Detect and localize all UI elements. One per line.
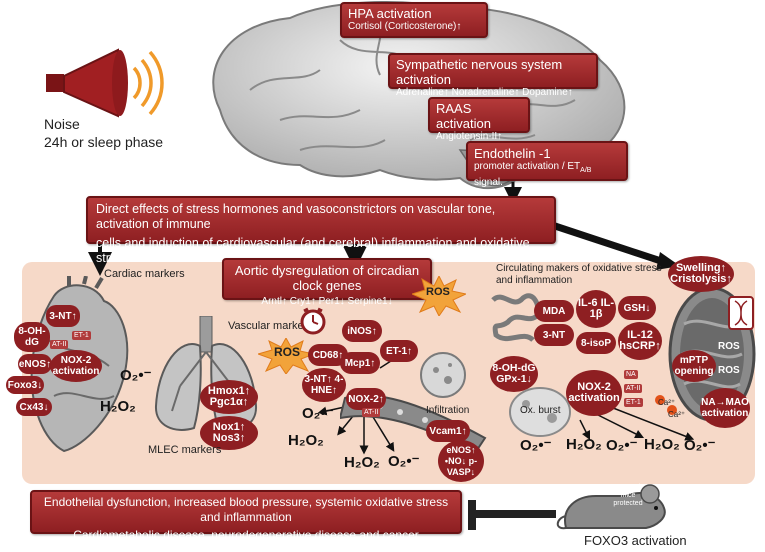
megaphone-icon	[46, 48, 164, 118]
outcome-box: Endothelial dysfunction, increased blood…	[30, 490, 462, 542]
cardiac-foxo3: Foxo3↓	[6, 376, 44, 394]
circ-il6-il1b: IL-6 IL-1β	[576, 290, 616, 328]
circ-mda: MDA	[534, 300, 574, 322]
mito-ca-2: Ca²⁺	[668, 410, 686, 419]
outcome-line1: Endothelial dysfunction, increased blood…	[43, 495, 449, 524]
infiltration-label: Infiltration	[426, 405, 470, 416]
noise-label: Noise	[44, 116, 80, 132]
cardiac-et1-badge: ET-1	[72, 331, 91, 340]
vascular-h2o2-2: H₂O₂	[344, 454, 380, 471]
circ-at2-badge: AT-II	[624, 384, 643, 393]
ros-burst-2	[258, 338, 314, 374]
calcium-dots	[655, 395, 677, 415]
circ-superoxide-c: O₂•⁻	[684, 437, 716, 454]
mlec-markers-label: MLEC markers	[148, 444, 222, 456]
raas-activation-box: RAAS activation Angiotensin-II↑	[428, 97, 530, 142]
dna-icon	[728, 296, 754, 330]
vascular-et1: ET-1↑	[380, 340, 418, 362]
hpa-title: HPA activation	[348, 6, 432, 21]
cardiac-3nt: 3-NT↑	[46, 305, 80, 327]
endothelin-sub-text: promoter activation / ET	[474, 161, 581, 172]
vascular-markers-label: Vascular markers	[228, 320, 313, 332]
circ-et1-badge: ET-1	[624, 398, 643, 407]
circ-h2o2-a: H₂O₂	[566, 436, 602, 453]
endothelin-box: Endothelin -1 promoter activation / ETA/…	[466, 141, 628, 188]
hpa-sub: Cortisol (Corticosterone)↑	[348, 21, 462, 32]
cardiac-8ohdg: 8-OH-dG	[14, 322, 50, 352]
circulating-markers-label: Circulating makers of oxidative stress a…	[496, 263, 662, 286]
foxo3-activation-label: FOXO3 activation	[584, 533, 687, 548]
endothelin-sub-end: signal.	[474, 177, 503, 188]
ox-burst-label: Ox. burst	[520, 405, 561, 416]
vascular-superoxide: O₂•⁻	[302, 405, 334, 422]
circ-8ohdg-gpx1: 8-OH-dG GPx-1↓	[490, 356, 538, 392]
circadian-title: Aortic dysregulation of circadian clock …	[234, 263, 420, 293]
mito-swelling-cristolysis: Swelling↑ Cristolysis↑	[668, 256, 734, 292]
mouse-illustration	[556, 484, 666, 530]
cardiac-at2-badge: AT-II	[50, 340, 69, 349]
direct-effects-box: Direct effects of stress hormones and va…	[86, 196, 556, 265]
circ-h2o2-b: H₂O₂	[644, 436, 680, 453]
direct-effects-line1: Direct effects of stress hormones and va…	[96, 202, 496, 231]
cardiac-nox2: NOX-2 activation	[50, 350, 102, 382]
mito-ca-1: Ca²⁺	[658, 398, 676, 407]
mito-ros-2: ROS	[718, 365, 740, 376]
circadian-box: Aortic dysregulation of circadian clock …	[222, 258, 432, 307]
protein-illustration	[491, 293, 541, 343]
cardiac-markers-label: Cardiac markers	[104, 268, 185, 280]
vascular-at2-badge: AT-II	[362, 408, 381, 417]
hpa-activation-box: HPA activation Cortisol (Corticosterone)…	[340, 2, 488, 38]
cardiac-cx43: Cx43↓	[16, 398, 52, 416]
sns-activation-box: Sympathetic nervous system activation Ad…	[388, 53, 598, 98]
mlec-hmox-pgc: Hmox1↑ Pgc1α↑	[200, 380, 258, 414]
noise-timing-label: 24h or sleep phase	[44, 134, 164, 150]
ros-burst-1	[412, 276, 466, 316]
vascular-nox2: NOX-2↑	[346, 388, 386, 410]
cardiac-enos: eNOS↑	[18, 354, 52, 374]
immune-cell-illustration	[420, 352, 466, 398]
circ-na-badge: NA	[624, 370, 638, 379]
endothelin-title: Endothelin -1	[474, 146, 551, 161]
ros-label-1: ROS	[426, 286, 450, 298]
circ-8isop: 8-isoP	[576, 332, 616, 354]
vascular-vcam1: Vcam1↑	[426, 420, 470, 442]
mlec-nox-nos: Nox1↑ Nos3↑	[200, 416, 258, 450]
mitochondrion-illustration	[668, 286, 756, 422]
raas-sub: Angiotensin-II↑	[436, 131, 503, 142]
circadian-sub: Arntl↑ Cry1↑ Per1↓ Serpine1↓	[261, 296, 393, 307]
cardiac-superoxide: O₂•⁻	[120, 367, 152, 384]
outcome-line2: Cardiometabolic disease, neurodegenerati…	[73, 528, 419, 542]
vascular-inos: iNOS↑	[342, 320, 382, 342]
vascular-h2o2-1: H₂O₂	[288, 432, 324, 449]
mouse-protected-label: NOX-2⁻/⁻ mice protected	[612, 484, 644, 507]
clock-icon	[300, 307, 326, 335]
mito-mptp-opening: mPTP opening	[672, 350, 716, 382]
raas-title: RAAS activation	[436, 101, 491, 131]
cardiac-h2o2: H₂O₂	[100, 398, 136, 415]
circ-nox2: NOX-2 activation	[566, 370, 622, 416]
vascular-mcp1: Mcp1↑	[340, 352, 380, 374]
vascular-cd68: CD68↑	[308, 344, 348, 366]
circ-superoxide-a: O₂•⁻	[520, 437, 552, 454]
circ-3nt: 3-NT	[534, 324, 574, 346]
ox-burst-cell	[509, 387, 571, 437]
ros-label-2: ROS	[274, 345, 301, 359]
circ-il12-hscrp: IL-12 hsCRP↑	[618, 322, 662, 360]
direct-effects-line2: cells and induction of cardiovascular (a…	[96, 236, 530, 265]
endothelin-sub-index: A/B	[580, 167, 592, 174]
circ-gsh: GSH↓	[618, 296, 656, 320]
vascular-3nt-4hne: 3-NT↑ 4-HNE↑	[302, 368, 346, 402]
sns-title: Sympathetic nervous system activation	[396, 57, 563, 87]
mito-ros-1: ROS	[718, 341, 740, 352]
mito-na-mao: NA→MAO activation	[700, 388, 750, 428]
sns-sub: Adrenaline↑ Noradrenaline↑ Dopamine↑	[396, 87, 573, 98]
endothelin-sub: promoter activation / ETA/B signal.	[474, 161, 620, 189]
vascular-enos-no-vasp: eNOS↑ •NO↓ p-VASP↓	[438, 440, 484, 482]
circ-superoxide-b: O₂•⁻	[606, 437, 638, 454]
vascular-superoxide-2: O₂•⁻	[388, 453, 420, 470]
